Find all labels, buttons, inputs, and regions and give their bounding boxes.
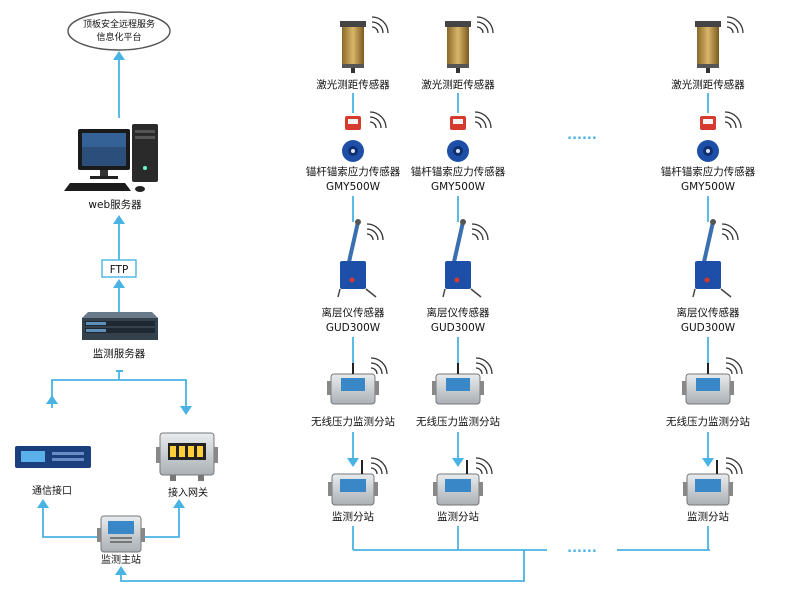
main-station-device (97, 515, 145, 553)
web-server-label: web服务器 (88, 198, 142, 211)
column-label: 无线压力监测分站 (416, 415, 500, 428)
wireless-icon (370, 357, 388, 375)
wireless-icon (471, 223, 489, 241)
arrowhead-web (113, 215, 125, 224)
column-label: 无线压力监测分站 (666, 415, 750, 428)
column-label: GMY500W (326, 181, 381, 193)
laser-sensor-icon (340, 21, 366, 73)
comm-interface-label: 通信接口 (32, 484, 72, 497)
bus-ellipsis: ...... (567, 541, 597, 556)
monitor-substation-icon (433, 460, 483, 506)
laser-sensor-icon (695, 21, 721, 73)
arrowhead-ftp (113, 279, 125, 288)
pressure-substation-icon (682, 363, 734, 405)
platform-label-line2: 信息化平台 (96, 31, 141, 43)
ftp-box: FTP (101, 259, 137, 278)
wireless-icon (726, 16, 744, 34)
main-station-label: 监测主站 (101, 553, 141, 566)
arrowhead-gateway (173, 499, 185, 508)
monitor-server-icon (82, 312, 158, 340)
column-label: 激光测距传感器 (316, 78, 390, 91)
column-label: 锚杆锚索应力传感器 (411, 165, 506, 178)
platform-cloud: 顶板安全远程服务 信息化平台 (67, 11, 171, 51)
arrowhead-gateway-down (180, 406, 192, 415)
column-label: GMY500W (681, 181, 736, 193)
wireless-icon (371, 16, 389, 34)
pressure-substation-icon (432, 363, 484, 405)
column-label: 锚杆锚索应力传感器 (661, 165, 756, 178)
wireless-icon (369, 111, 387, 129)
sensor-columns: 激光测距传感器锚杆锚索应力传感器GMY500W离层仪传感器GUD300W无线压力… (306, 16, 756, 550)
anchor-stress-sensor-icon (342, 116, 364, 162)
column-label: 监测分站 (437, 510, 479, 523)
arrowhead-substation (702, 458, 714, 467)
link-station-to-comm (42, 505, 100, 538)
arrowhead-comm-up (46, 395, 58, 404)
access-gateway-label: 接入网关 (168, 486, 208, 499)
platform-label-line1: 顶板安全远程服务 (83, 18, 155, 30)
column-label: 监测分站 (332, 510, 374, 523)
wireless-icon (474, 111, 492, 129)
ftp-label: FTP (110, 264, 129, 276)
wireless-icon (724, 111, 742, 129)
access-gateway-device (156, 432, 218, 481)
column-label: 监测分站 (687, 510, 729, 523)
wireless-icon (475, 457, 493, 475)
wireless-icon (476, 16, 494, 34)
link-loop-to-monitor (51, 379, 187, 408)
comm-interface-device (15, 446, 91, 468)
column-ellipsis: ...... (567, 128, 597, 143)
column-label: 激光测距传感器 (671, 78, 745, 91)
layer-sensor-icon (692, 219, 732, 298)
wireless-icon (721, 223, 739, 241)
arrowhead-station (115, 566, 127, 575)
link-bus-to-station (120, 550, 525, 582)
arrowhead-substation (452, 458, 464, 467)
wireless-icon (370, 457, 388, 475)
wireless-icon (725, 457, 743, 475)
wireless-icon (366, 223, 384, 241)
column-label: GMY500W (431, 181, 486, 193)
laser-sensor-icon (445, 21, 471, 73)
arrowhead-comm (37, 499, 49, 508)
column-label: 激光测距传感器 (421, 78, 495, 91)
wireless-icon (725, 357, 743, 375)
column-label: GUD300W (431, 322, 486, 334)
monitor-substation-icon (328, 460, 378, 506)
column-label: 无线压力监测分站 (311, 415, 395, 428)
loop-tick (116, 370, 123, 372)
column-label: GUD300W (681, 322, 736, 334)
pressure-substation-icon (327, 363, 379, 405)
web-server-icon (64, 124, 158, 192)
column-label: 离层仪传感器 (427, 306, 490, 319)
layer-sensor-icon (442, 219, 482, 298)
arrowhead-platform (113, 51, 125, 60)
column-label: 离层仪传感器 (322, 306, 385, 319)
layer-sensor-icon (337, 219, 377, 298)
wireless-icon (475, 357, 493, 375)
column-label: 锚杆锚索应力传感器 (306, 165, 401, 178)
column-label: 离层仪传感器 (677, 306, 740, 319)
column-label: GUD300W (326, 322, 381, 334)
link-station-to-gateway (140, 505, 180, 538)
monitor-server-label: 监测服务器 (93, 347, 146, 360)
arrowhead-substation (347, 458, 359, 467)
anchor-stress-sensor-icon (447, 116, 469, 162)
anchor-stress-sensor-icon (697, 116, 719, 162)
monitor-substation-icon (683, 460, 733, 506)
